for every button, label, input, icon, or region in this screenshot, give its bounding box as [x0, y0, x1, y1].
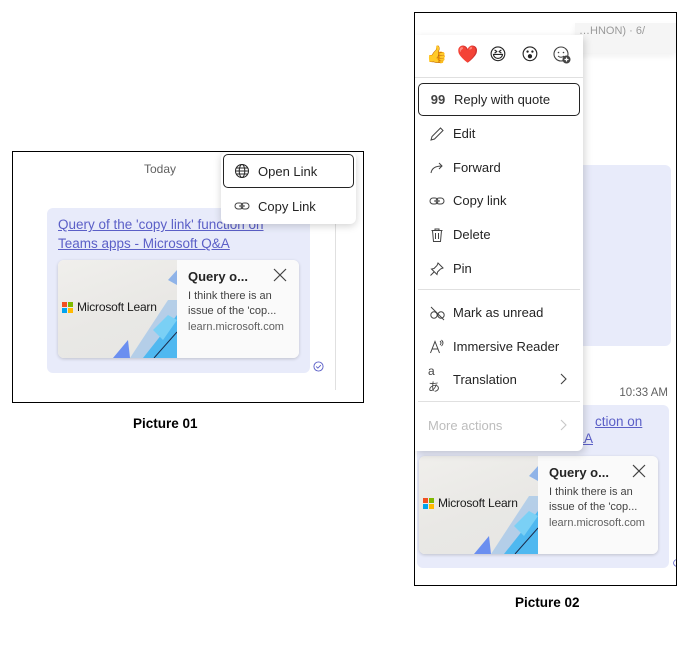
preview-title: Query o...	[549, 465, 609, 480]
reaction-bar: 👍 ❤️ 😆 😮	[415, 35, 583, 78]
menu-item-open-link[interactable]: Open Link	[223, 154, 354, 188]
menu-item-label: Edit	[453, 126, 476, 141]
link-icon	[233, 197, 251, 215]
unread-icon	[428, 304, 446, 322]
close-icon[interactable]	[273, 268, 287, 282]
menu-item-label: Mark as unread	[453, 305, 544, 320]
pencil-icon	[428, 125, 446, 143]
menu-item-reply-with-quote[interactable]: 99 Reply with quote	[418, 83, 580, 116]
menu-item-mark-as-unread[interactable]: Mark as unread	[418, 296, 580, 329]
menu-item-more-actions[interactable]: More actions	[418, 409, 580, 442]
menu-item-label: Forward	[453, 160, 501, 175]
thumbnail-brand: Microsoft Learn	[77, 300, 157, 314]
reaction-heart-icon[interactable]: ❤️	[457, 45, 479, 64]
menu-item-label: Copy link	[453, 193, 507, 208]
close-icon[interactable]	[632, 464, 646, 478]
reaction-laugh-icon[interactable]: 😆	[489, 45, 507, 64]
preview-url: learn.microsoft.com	[549, 517, 645, 529]
menu-item-edit[interactable]: Edit	[418, 117, 580, 150]
menu-item-delete[interactable]: Delete	[418, 218, 580, 251]
menu-item-label: Pin	[453, 261, 472, 276]
message-timestamp: 10:33 AM	[619, 387, 668, 399]
chat-header-bar	[575, 23, 676, 53]
preview-title: Query o...	[188, 269, 248, 284]
read-receipt-icon	[313, 361, 324, 372]
microsoft-logo-icon	[62, 302, 73, 313]
picture-02-frame: …HNON) · 6/ 10:33 AM ction on &A Microso…	[414, 12, 677, 586]
preview-url: learn.microsoft.com	[188, 321, 284, 333]
menu-item-label: Delete	[453, 227, 491, 242]
date-divider: Today	[144, 162, 177, 176]
chat-header-text: …HNON) · 6/	[579, 25, 645, 37]
chevron-right-icon	[560, 419, 567, 431]
chevron-right-icon	[560, 373, 567, 385]
link-icon	[428, 192, 446, 210]
menu-separator	[418, 401, 580, 402]
preview-description: I think there is an issue of the 'cop...	[549, 486, 638, 513]
menu-item-label: Immersive Reader	[453, 339, 560, 354]
menu-separator	[418, 289, 580, 290]
pin-icon	[428, 260, 446, 278]
divider-line	[335, 152, 336, 390]
preview-body: Query o... I think there is an issue of …	[177, 260, 299, 358]
menu-item-immersive-reader[interactable]: Immersive Reader	[418, 330, 580, 363]
decorative-shapes-icon	[474, 466, 538, 554]
translate-icon: aあ	[428, 364, 441, 394]
menu-item-label: Open Link	[258, 163, 318, 179]
preview-thumbnail: Microsoft Learn	[58, 260, 177, 358]
message-link[interactable]: Query of the 'copy link' function on Tea…	[58, 217, 264, 251]
menu-item-translation[interactable]: aあ Translation	[418, 363, 580, 396]
caption-picture-01: Picture 01	[133, 416, 198, 431]
trash-icon	[428, 226, 446, 244]
read-receipt-icon	[673, 559, 676, 567]
menu-item-label: Translation	[453, 372, 517, 387]
link-preview-card[interactable]: Microsoft Learn Query o... I think there…	[419, 456, 658, 554]
preview-body: Query o... I think there is an issue of …	[538, 456, 658, 554]
preview-description: I think there is an issue of the 'cop...	[188, 290, 277, 317]
menu-item-forward[interactable]: Forward	[418, 151, 580, 184]
link-preview-card[interactable]: Microsoft Learn Query o... I think there…	[58, 260, 299, 358]
immersive-reader-icon	[428, 338, 446, 356]
menu-item-copy-link[interactable]: Copy link	[418, 184, 580, 217]
menu-item-pin[interactable]: Pin	[418, 252, 580, 285]
message-bubble-previous[interactable]	[575, 165, 671, 346]
microsoft-logo-icon	[423, 498, 434, 509]
menu-item-label: More actions	[428, 418, 503, 433]
reaction-surprised-icon[interactable]: 😮	[521, 45, 539, 64]
menu-item-label: Copy Link	[258, 198, 316, 214]
quote-icon: 99	[430, 92, 446, 107]
reaction-like-icon[interactable]: 👍	[426, 45, 448, 64]
link-context-menu: Open Link Copy Link	[221, 152, 356, 224]
more-reactions-icon[interactable]	[552, 45, 572, 65]
picture-01-frame: Today Query of the 'copy link' function …	[12, 151, 364, 403]
message-actions-menu: 👍 ❤️ 😆 😮 99 Reply with quote Edit Forwar…	[415, 35, 583, 451]
thumbnail-brand: Microsoft Learn	[438, 496, 518, 510]
decorative-shapes-icon	[113, 270, 177, 358]
message-link[interactable]: ction on	[595, 414, 643, 429]
caption-picture-02: Picture 02	[515, 595, 580, 610]
globe-icon	[233, 162, 251, 180]
forward-icon	[428, 159, 446, 177]
preview-thumbnail: Microsoft Learn	[419, 456, 538, 554]
menu-item-label: Reply with quote	[454, 92, 551, 107]
menu-item-copy-link[interactable]: Copy Link	[223, 189, 354, 223]
